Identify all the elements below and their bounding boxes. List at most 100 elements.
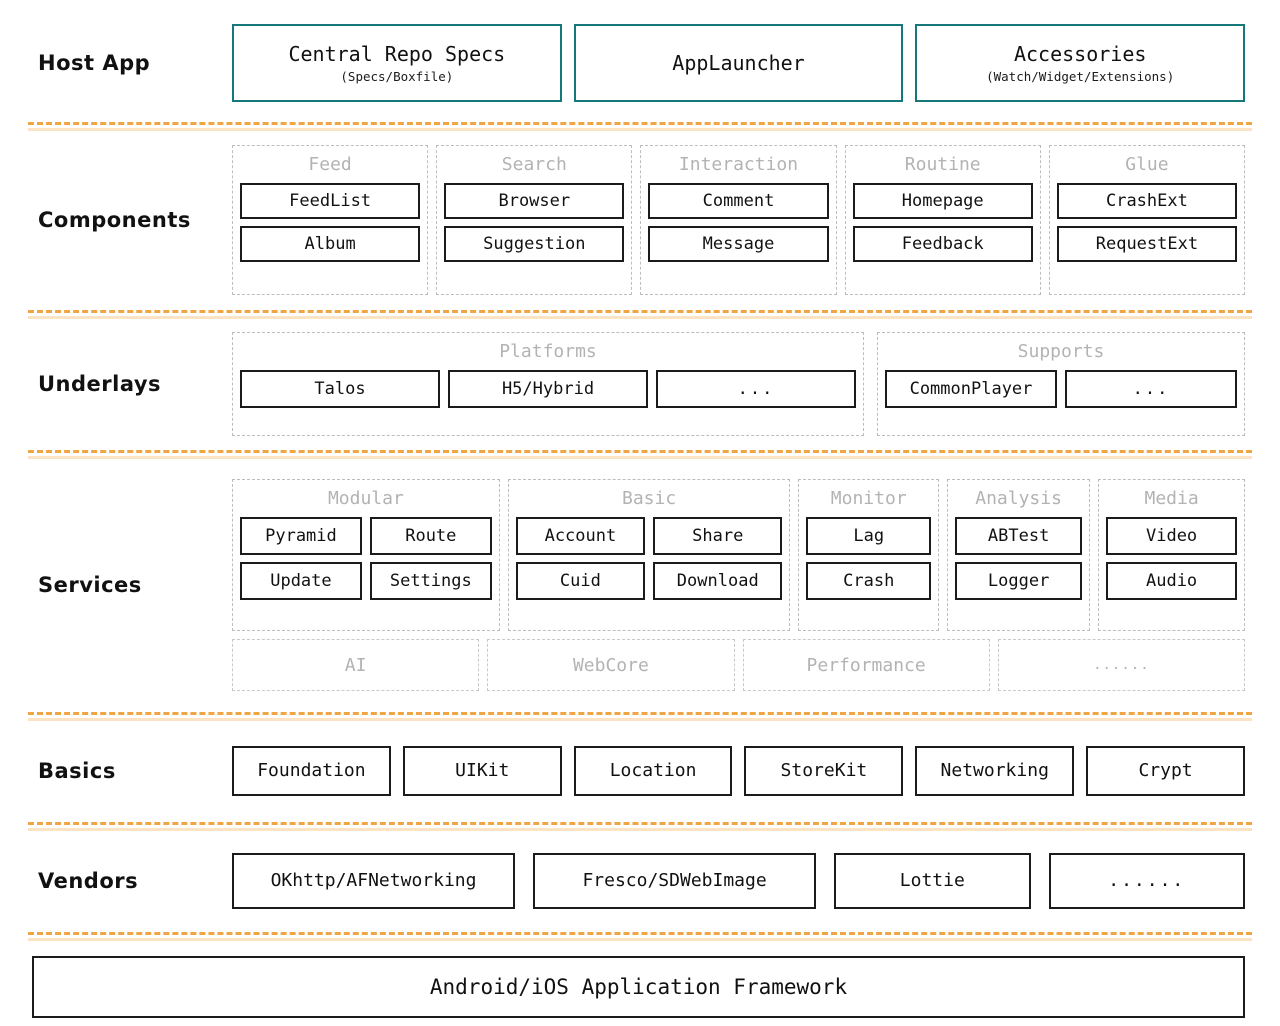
basics-box-uikit[interactable]: UIKit (402, 746, 562, 796)
group-line: ABTest (955, 517, 1083, 556)
service-box-share[interactable]: Share (653, 517, 783, 556)
group-title: Glue (1125, 154, 1169, 175)
host-app-box-central-repo-specs[interactable]: Central Repo Specs (Specs/Boxfile) (232, 24, 562, 102)
group-title: Feed (308, 154, 352, 175)
layer-body-host-app: Central Repo Specs (Specs/Boxfile) AppLa… (232, 24, 1280, 102)
layer-row-basics: Basics Foundation UIKit Location StoreKi… (0, 722, 1280, 820)
vendors-box-more[interactable]: ...... (1048, 853, 1245, 909)
underlay-box-more[interactable]: ... (1065, 370, 1237, 409)
component-box-comment[interactable]: Comment (648, 183, 829, 220)
group-line: Audio (1106, 562, 1237, 601)
group-title: Routine (904, 154, 981, 175)
component-box-homepage[interactable]: Homepage (852, 183, 1033, 220)
group-line: Message (648, 226, 829, 263)
group-items: Pyramid Route Update Settings (240, 517, 492, 622)
group-line: Account Share (515, 517, 783, 556)
component-box-browser[interactable]: Browser (444, 183, 625, 220)
service-ghost-box-performance[interactable]: Performance (742, 639, 990, 691)
service-box-route[interactable]: Route (369, 517, 492, 556)
component-group-feed: Feed FeedList Album (232, 145, 429, 295)
group-title: Platforms (499, 341, 597, 362)
service-box-update[interactable]: Update (240, 562, 362, 601)
service-box-lag[interactable]: Lag (806, 517, 932, 556)
layer-row-underlays: Underlays Platforms Talos H5/Hybrid ... … (0, 320, 1280, 448)
layer-row-services: Services Modular Pyramid Route Update Se… (0, 460, 1280, 710)
layer-label-services: Services (38, 573, 142, 597)
component-box-album[interactable]: Album (240, 226, 421, 263)
basics-box-location[interactable]: Location (573, 746, 733, 796)
service-box-logger[interactable]: Logger (955, 562, 1083, 601)
service-ghost-box-ai[interactable]: AI (232, 639, 480, 691)
service-box-account[interactable]: Account (515, 517, 646, 556)
host-app-box-title: Central Repo Specs (288, 41, 506, 66)
basics-box-foundation[interactable]: Foundation (232, 746, 391, 796)
vendors-box-okhttp-afnetworking[interactable]: OKhttp/AFNetworking (232, 853, 516, 909)
service-group-modular: Modular Pyramid Route Update Settings (232, 479, 500, 631)
service-box-video[interactable]: Video (1106, 517, 1237, 556)
service-box-abtest[interactable]: ABTest (955, 517, 1083, 556)
component-box-suggestion[interactable]: Suggestion (444, 226, 625, 263)
group-line: CommonPlayer ... (885, 370, 1237, 409)
group-line: CrashExt (1056, 183, 1238, 220)
host-app-box-applauncher[interactable]: AppLauncher (573, 24, 904, 102)
component-box-feedback[interactable]: Feedback (852, 226, 1033, 263)
group-title: Monitor (830, 488, 907, 509)
group-line: Video (1106, 517, 1237, 556)
component-box-requestext[interactable]: RequestExt (1056, 226, 1238, 263)
layer-body-underlays: Platforms Talos H5/Hybrid ... Supports C… (232, 332, 1280, 436)
group-title: Modular (327, 488, 404, 509)
group-line: Comment (648, 183, 829, 220)
group-items: Homepage Feedback (852, 183, 1033, 286)
group-title: Basic (621, 488, 677, 509)
basics-box-crypt[interactable]: Crypt (1086, 746, 1245, 796)
host-app-box-title: Accessories (1013, 41, 1147, 66)
component-box-feedlist[interactable]: FeedList (240, 183, 421, 220)
group-title: Search (501, 154, 567, 175)
service-box-pyramid[interactable]: Pyramid (240, 517, 362, 556)
service-ghost-box-webcore[interactable]: WebCore (487, 639, 735, 691)
layer-body-vendors: OKhttp/AFNetworking Fresco/SDWebImage Lo… (232, 853, 1280, 909)
group-items: ABTest Logger (955, 517, 1083, 622)
group-items: Comment Message (648, 183, 829, 286)
component-group-glue: Glue CrashExt RequestExt (1048, 145, 1246, 295)
group-items: CrashExt RequestExt (1056, 183, 1238, 286)
group-line: Feedback (852, 226, 1033, 263)
group-title: Supports (1017, 341, 1105, 362)
underlay-group-supports: Supports CommonPlayer ... (877, 332, 1245, 436)
service-box-cuid[interactable]: Cuid (515, 562, 646, 601)
layer-divider (0, 930, 1280, 942)
group-line: Update Settings (240, 562, 492, 601)
component-box-message[interactable]: Message (648, 226, 829, 263)
underlay-group-platforms: Platforms Talos H5/Hybrid ... (232, 332, 864, 436)
service-ghost-box-more[interactable]: ...... (997, 639, 1245, 691)
group-line: Talos H5/Hybrid ... (240, 370, 856, 409)
layer-label-underlays: Underlays (38, 372, 162, 396)
group-line: RequestExt (1056, 226, 1238, 263)
underlay-box-talos[interactable]: Talos (240, 370, 440, 409)
service-box-settings[interactable]: Settings (369, 562, 492, 601)
service-box-audio[interactable]: Audio (1106, 562, 1237, 601)
layer-divider (0, 308, 1280, 320)
service-box-crash[interactable]: Crash (806, 562, 932, 601)
component-group-routine: Routine Homepage Feedback (844, 145, 1041, 295)
basics-box-networking[interactable]: Networking (915, 746, 1075, 796)
group-title: Interaction (678, 154, 799, 175)
host-app-box-title: AppLauncher (672, 50, 805, 75)
component-box-crashext[interactable]: CrashExt (1056, 183, 1238, 220)
underlay-box-h5-hybrid[interactable]: H5/Hybrid (448, 370, 648, 409)
host-app-box-accessories[interactable]: Accessories (Watch/Widget/Extensions) (915, 24, 1246, 102)
layer-divider (0, 710, 1280, 722)
basics-box-storekit[interactable]: StoreKit (744, 746, 904, 796)
service-box-download[interactable]: Download (653, 562, 783, 601)
group-line: Cuid Download (515, 562, 783, 601)
underlay-box-more[interactable]: ... (656, 370, 856, 409)
vendors-box-fresco-sdwebimage[interactable]: Fresco/SDWebImage (533, 853, 817, 909)
service-group-monitor: Monitor Lag Crash (798, 479, 940, 631)
layer-divider (0, 820, 1280, 832)
group-line: Pyramid Route (240, 517, 492, 556)
underlay-box-commonplayer[interactable]: CommonPlayer (885, 370, 1057, 409)
host-app-box-subtitle: (Watch/Widget/Extensions) (986, 68, 1175, 84)
vendors-box-lottie[interactable]: Lottie (834, 853, 1031, 909)
layer-row-components: Components Feed FeedList Album Search (0, 132, 1280, 308)
layer-row-vendors: Vendors OKhttp/AFNetworking Fresco/SDWeb… (0, 832, 1280, 930)
